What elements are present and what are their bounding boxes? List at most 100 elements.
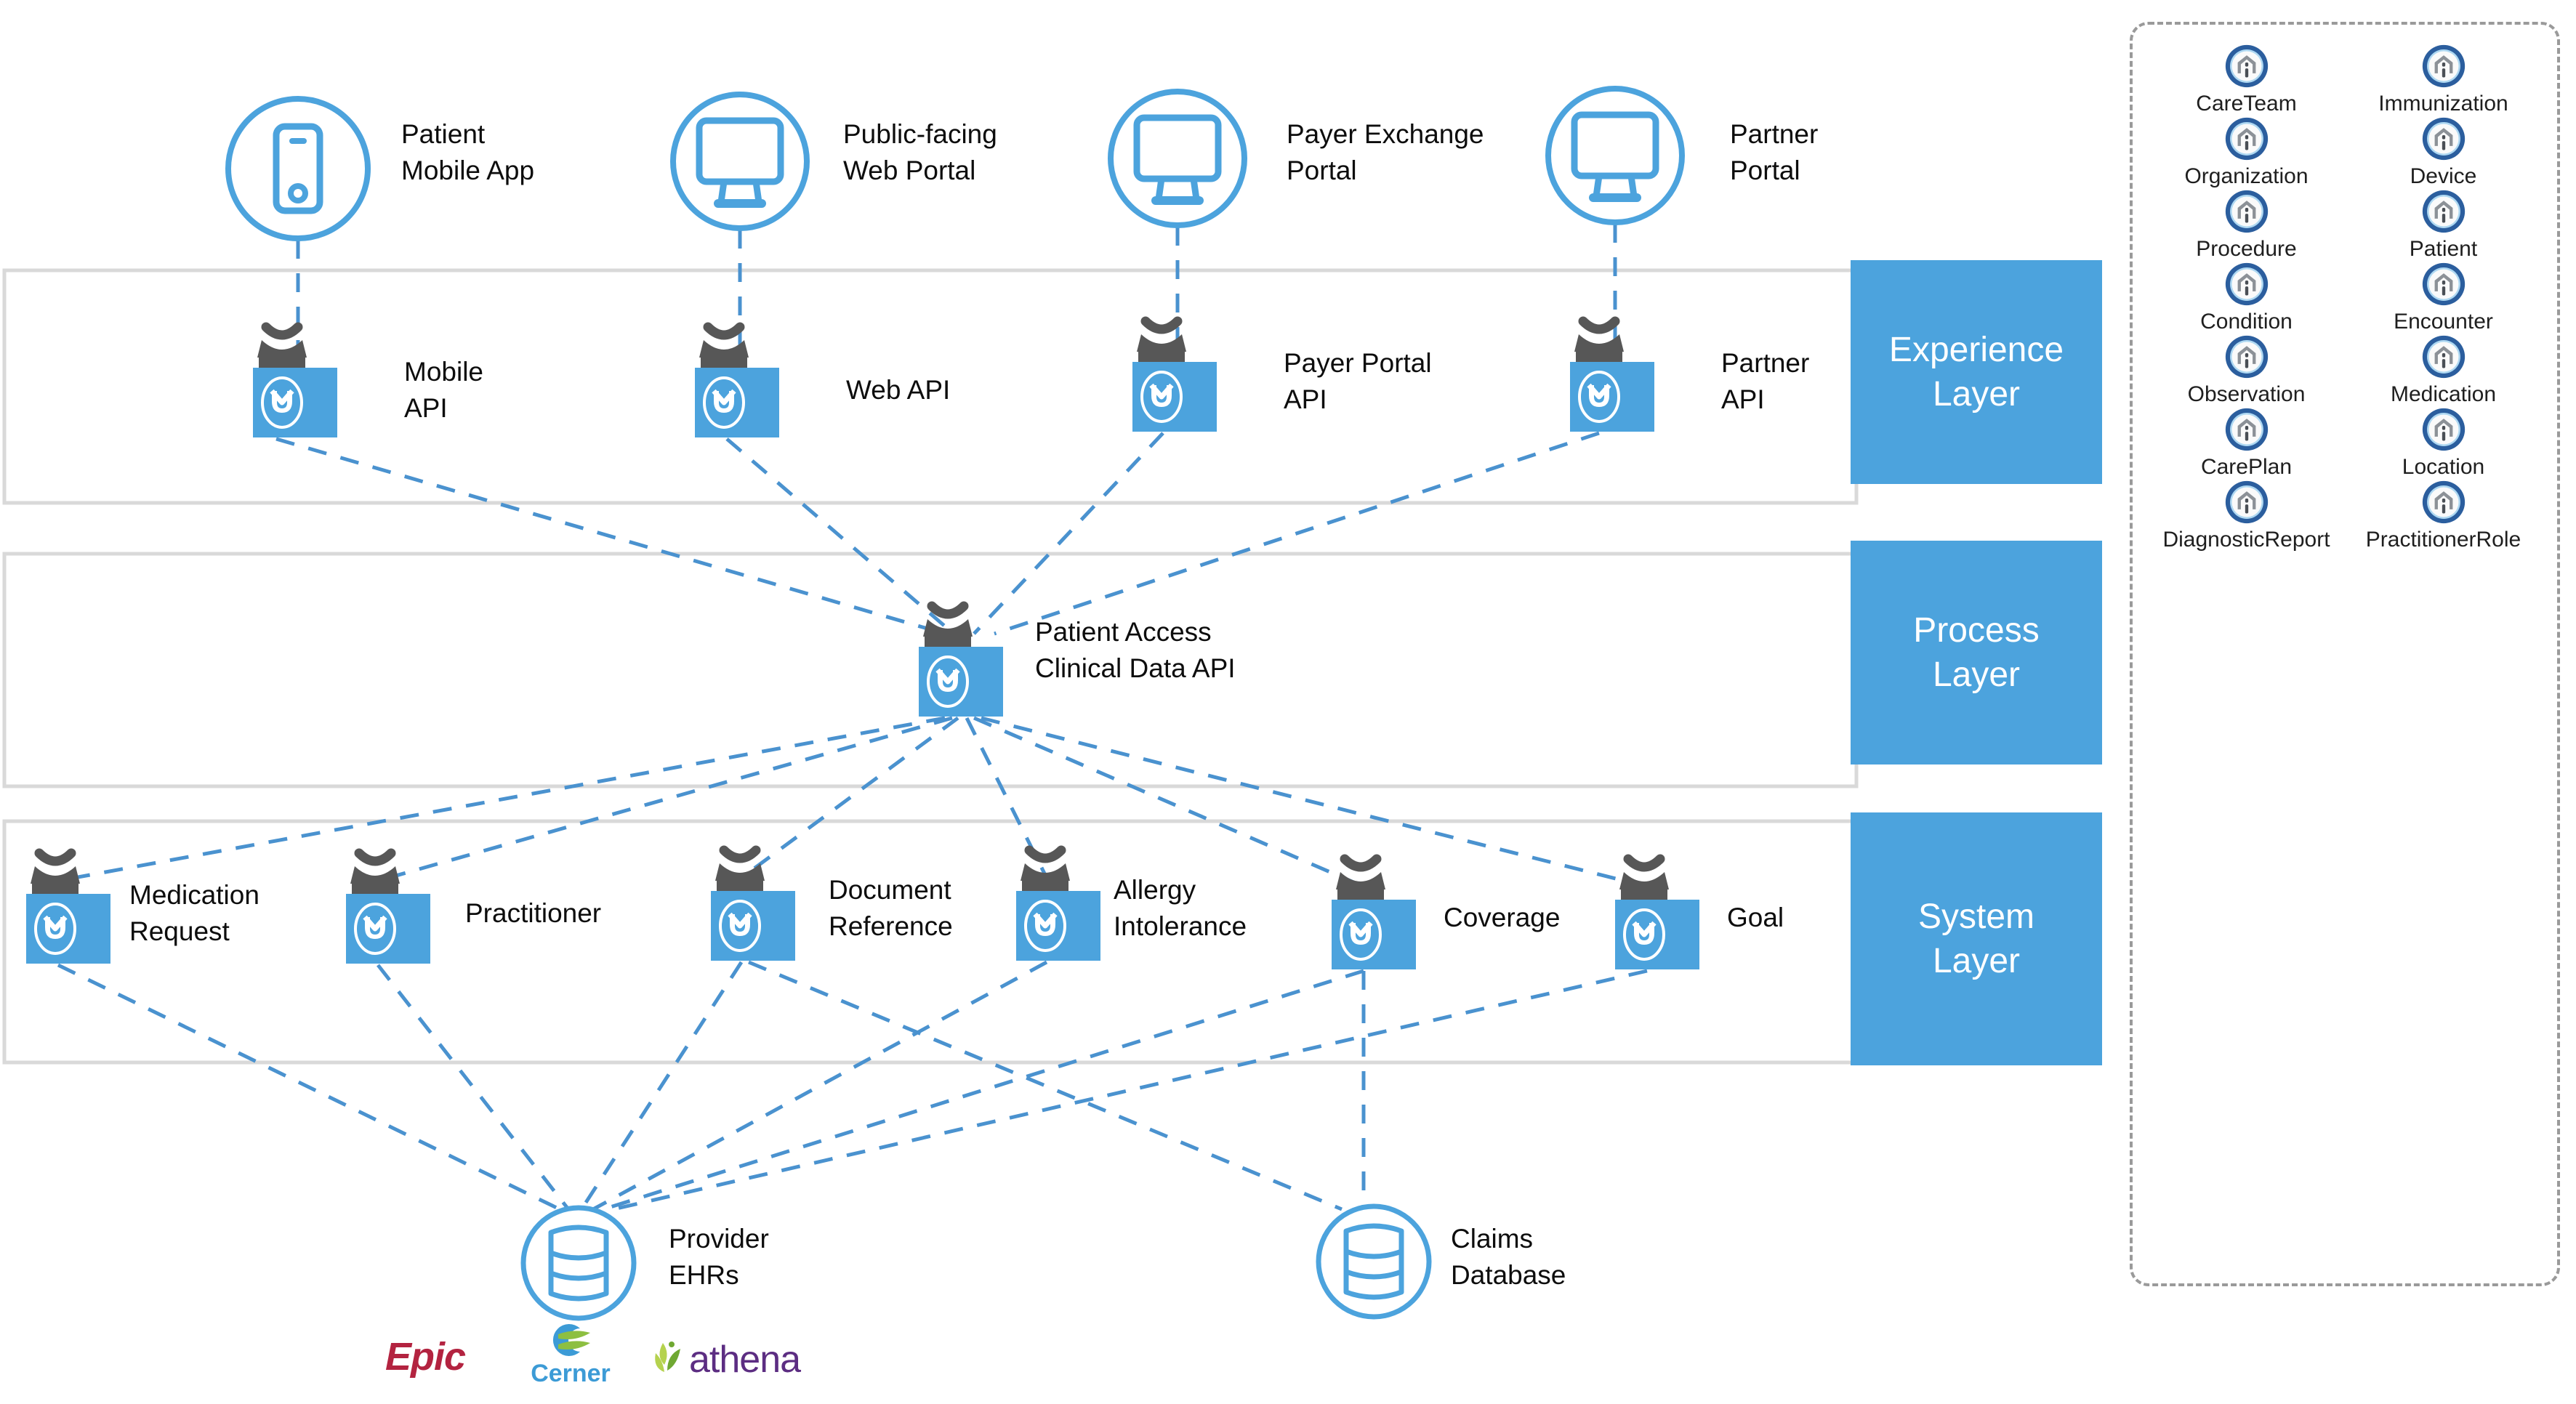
channel-circle (1108, 89, 1247, 228)
api-label-goal-api: Goal (1727, 903, 1784, 932)
legend-item-device[interactable]: Device (2348, 116, 2538, 189)
data-source-label-claims-database: Claims Database (1451, 1224, 1566, 1290)
cerner-logo: Cerner (523, 1321, 618, 1388)
cerner-wordmark: Cerner (531, 1360, 611, 1387)
legend-item-practitionerrole[interactable]: PractitionerRole (2348, 480, 2538, 552)
connector-practitioner-to-provider-ehrs (377, 964, 570, 1211)
api-label-partner-api: Partner API (1721, 348, 1810, 414)
cerner-mark-icon (552, 1324, 590, 1356)
legend-item-diagnosticreport[interactable]: DiagnosticReport (2152, 480, 2341, 552)
fhir-resource-icon (2422, 262, 2465, 306)
data-source-node-claims-database[interactable] (1316, 1203, 1432, 1320)
epic-logo: Epic (385, 1335, 466, 1379)
legend-item-label: Organization (2184, 164, 2309, 188)
fhir-resource-icon (2225, 335, 2268, 379)
legend-item-label: PractitionerRole (2365, 528, 2521, 552)
legend-item-label: Medication (2390, 382, 2497, 406)
fhir-resource-icon (2422, 335, 2465, 379)
legend-item-encounter[interactable]: Encounter (2348, 262, 2538, 334)
legend-item-label: DiagnosticReport (2162, 528, 2330, 552)
connector-payer-portal-api-to-process (973, 432, 1164, 635)
api-label-practitioner-api: Practitioner (465, 898, 602, 928)
legend-item-careteam[interactable]: CareTeam (2152, 44, 2341, 116)
connector-medication-request-to-provider-ehrs (57, 963, 561, 1211)
channel-label-partner-portal: Partner Portal (1730, 119, 1819, 185)
legend-item-label: Patient (2409, 237, 2478, 261)
fhir-resource-legend-grid: CareTeam Immunization Organization Devic… (2152, 44, 2538, 552)
fhir-resource-icon (2225, 44, 2268, 88)
fhir-resource-icon (2422, 480, 2465, 524)
legend-item-label: Observation (2187, 382, 2306, 406)
data-source-nodes (520, 1203, 1432, 1321)
connector-document-reference-to-provider-ehrs (579, 961, 744, 1211)
connector-process-to-goal (981, 716, 1648, 889)
athena-leaf-icon (655, 1342, 680, 1372)
channel-nodes (225, 86, 1685, 241)
api-label-payer-portal-api: Payer Portal API (1284, 348, 1432, 414)
legend-item-careplan[interactable]: CarePlan (2152, 407, 2341, 480)
legend-item-patient[interactable]: Patient (2348, 189, 2538, 262)
legend-item-condition[interactable]: Condition (2152, 262, 2341, 334)
channel-label-patient-mobile-app: Patient Mobile App (401, 119, 535, 185)
legend-item-label: Location (2402, 455, 2485, 479)
channel-node-patient-mobile-app[interactable] (225, 96, 371, 241)
channel-label-payer-exchange-portal: Payer Exchange Portal (1287, 119, 1484, 185)
fhir-resource-icon (2422, 117, 2465, 161)
fhir-resource-icon (2225, 117, 2268, 161)
data-source-label-provider-ehrs: Provider EHRs (669, 1224, 769, 1290)
channel-circle (670, 92, 810, 231)
channel-circle (1545, 86, 1685, 225)
connector-goal-to-provider-ehrs (613, 969, 1648, 1211)
channel-label-public-web-portal: Public-facing Web Portal (843, 119, 997, 185)
legend-item-immunization[interactable]: Immunization (2348, 44, 2538, 116)
channel-node-payer-exchange-portal[interactable] (1108, 89, 1247, 228)
api-label-patient-access-clinical-data-api: Patient Access Clinical Data API (1035, 617, 1236, 683)
api-label-mobile-api: Mobile API (404, 357, 483, 423)
api-label-web-api: Web API (846, 375, 951, 405)
legend-item-location[interactable]: Location (2348, 407, 2538, 480)
legend-item-label: Device (2410, 164, 2477, 188)
layer-label-experience-layer: Experience Layer (1851, 260, 2102, 484)
api-label-allergy-intolerance-api: Allergy Intolerance (1114, 875, 1247, 941)
fhir-resource-legend-panel (2130, 22, 2560, 1286)
fhir-resource-icon (2225, 190, 2268, 233)
legend-item-label: Procedure (2196, 237, 2297, 261)
legend-item-label: CarePlan (2200, 455, 2293, 479)
connector-partner-api-to-process (994, 431, 1600, 636)
legend-item-medication[interactable]: Medication (2348, 334, 2538, 407)
legend-item-procedure[interactable]: Procedure (2152, 189, 2341, 262)
fhir-resource-icon (2225, 262, 2268, 306)
fhir-resource-icon (2422, 408, 2465, 451)
data-source-circle (520, 1205, 637, 1321)
legend-item-organization[interactable]: Organization (2152, 116, 2341, 189)
channel-node-public-web-portal[interactable] (670, 92, 810, 231)
connector-process-to-document-reference (740, 716, 959, 880)
layer-label-process-layer: Process Layer (1851, 541, 2102, 764)
layer-bands (2, 268, 1859, 1065)
fhir-resource-icon (2225, 408, 2268, 451)
layer-label-system-layer: System Layer (1851, 812, 2102, 1065)
connector-mobile-api-to-process (275, 437, 946, 636)
fhir-resource-icon (2225, 480, 2268, 524)
athena-logo: athena (647, 1337, 801, 1382)
channel-circle (225, 96, 371, 241)
ehr-vendor-logos: Epic Cerner athena (378, 1324, 814, 1397)
api-label-medication-request-api: Medication Request (129, 880, 259, 946)
legend-item-observation[interactable]: Observation (2152, 334, 2341, 407)
data-source-circle (1316, 1203, 1432, 1320)
fhir-resource-icon (2422, 44, 2465, 88)
legend-item-label: CareTeam (2196, 92, 2297, 116)
athena-wordmark: athena (689, 1339, 801, 1381)
connector-process-to-coverage (973, 716, 1364, 889)
channel-node-partner-portal[interactable] (1545, 86, 1685, 225)
connector-document-reference-to-claims-database (748, 960, 1343, 1211)
data-source-node-provider-ehrs[interactable] (520, 1205, 637, 1321)
fhir-resource-icon (2422, 190, 2465, 233)
connector-process-to-medication-request (57, 716, 946, 883)
legend-item-label: Encounter (2394, 310, 2493, 334)
connector-web-api-to-process (725, 437, 955, 635)
legend-item-label: Immunization (2378, 92, 2508, 116)
legend-item-label: Condition (2200, 310, 2293, 334)
